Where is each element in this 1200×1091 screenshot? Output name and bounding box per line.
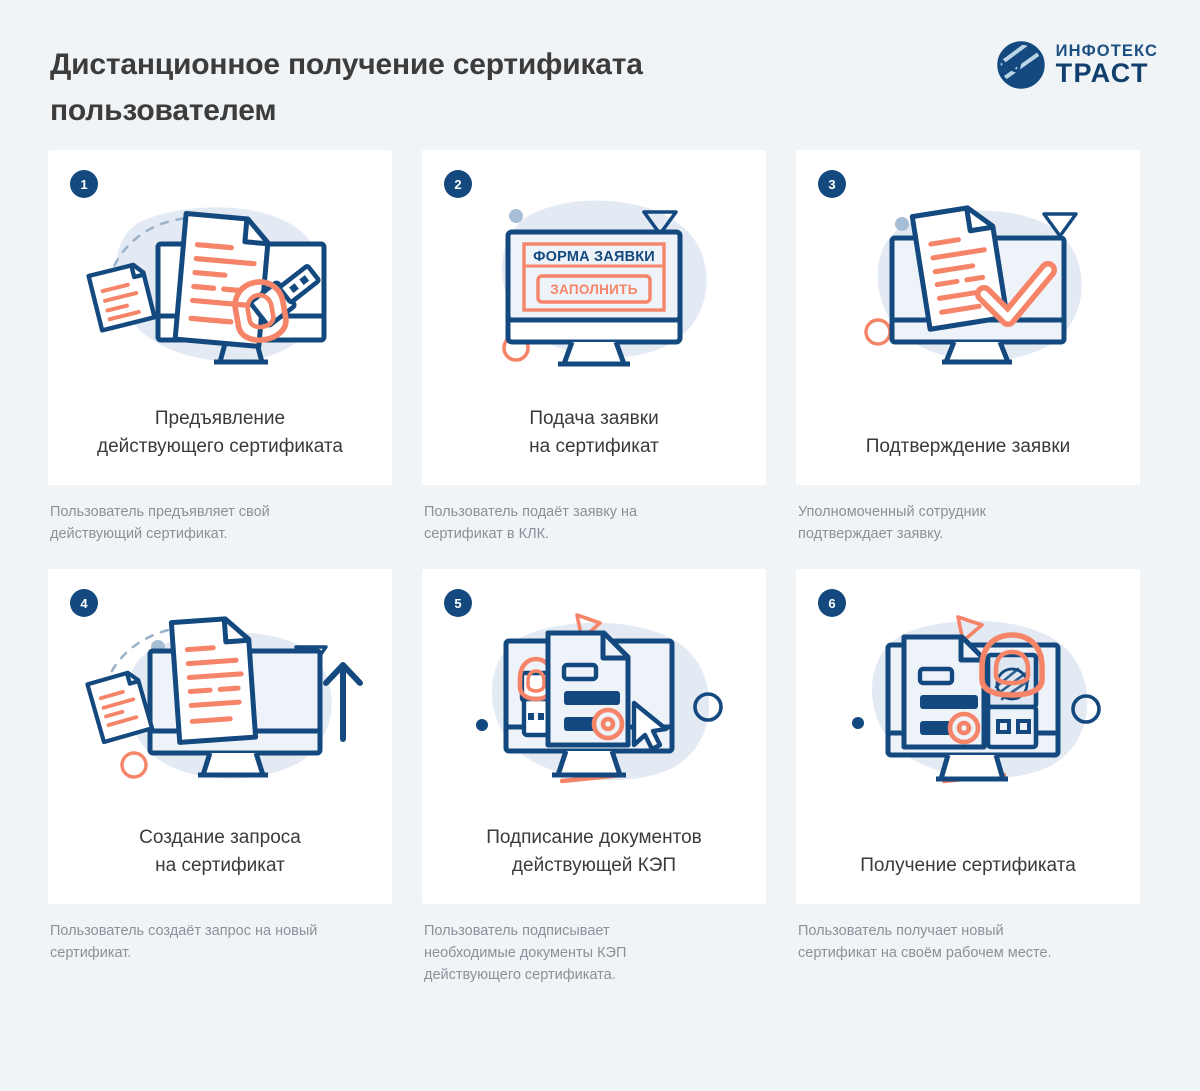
step-cell-2: 2 [422, 150, 766, 545]
page-title: Дистанционное получение сертификата поль… [50, 48, 643, 127]
step-caption-4: Пользователь создаёт запрос на новый сер… [50, 923, 318, 961]
step-card-2[interactable]: 2 [422, 150, 766, 485]
step-number-badge-4: 4 [70, 589, 98, 617]
step-card-3[interactable]: 3 [796, 150, 1140, 485]
step-illustration-5 [422, 595, 766, 817]
step-card-5[interactable]: 5 [422, 569, 766, 904]
step-illustration-6 [796, 595, 1140, 817]
fill-button-text: ЗАПОЛНИТЬ [550, 282, 637, 297]
step-illustration-3 [796, 176, 1140, 398]
logo-top-word: ИНФОТЕКС [1055, 41, 1158, 60]
page-header: Дистанционное получение сертификата поль… [0, 0, 1200, 150]
step-number-badge-3: 3 [818, 170, 846, 198]
decor-blue-circle [693, 692, 723, 722]
upload-arrow-icon [323, 662, 363, 742]
step-caption-2: Пользователь подаёт заявку на сертификат… [424, 504, 638, 542]
decor-blue-dot [509, 209, 523, 223]
logo-globe-icon [996, 41, 1045, 89]
step-title-3: Подтверждение заявки [865, 436, 1071, 457]
step-card-6[interactable]: 6 [796, 569, 1140, 904]
step-caption-5: Пользователь подписывает необходимые док… [424, 923, 627, 983]
logo-wordmark: ИНФОТЕКС ТРАСТ [1056, 43, 1158, 88]
step-title-5: Подписание документов действующей КЭП [486, 827, 702, 876]
step-number-badge-5: 5 [444, 589, 472, 617]
form-header-text: ФОРМА ЗАЯВКИ [533, 249, 655, 265]
step-card-1[interactable]: 1 [48, 150, 392, 485]
step-caption-3: Уполномоченный сотрудник подтверждает за… [798, 504, 986, 542]
usb-token-icon [979, 632, 1045, 750]
decor-blue-dot [852, 717, 864, 729]
decor-orange-circle [864, 318, 892, 346]
step-cell-1: 1 [48, 150, 392, 545]
decor-blue-dot [476, 719, 488, 731]
decor-triangle [956, 615, 984, 643]
step-cell-6: 6 [796, 569, 1140, 986]
steps-row-2: 4 [0, 569, 1200, 986]
decor-blue-dot [895, 217, 909, 231]
step-number-badge-2: 2 [444, 170, 472, 198]
cursor-icon [631, 700, 669, 752]
step-number-badge-6: 6 [818, 589, 846, 617]
decor-orange-circle [120, 751, 148, 779]
step-title-6: Получение сертификата [860, 855, 1076, 876]
steps-grid: 1 [0, 150, 1200, 1010]
step-number-badge-1: 1 [70, 170, 98, 198]
step-card-4[interactable]: 4 [48, 569, 392, 904]
step-caption-6: Пользователь получает новый сертификат н… [798, 923, 1052, 961]
decor-blue-circle [1071, 694, 1101, 724]
logo-bottom-word: ТРАСТ [1055, 58, 1149, 89]
step-illustration-2: ФОРМА ЗАЯВКИ ЗАПОЛНИТЬ [422, 176, 766, 398]
step-caption-1: Пользователь предъявляет свой действующи… [50, 504, 270, 542]
step-title-4: Создание запроса на сертификат [139, 827, 301, 876]
step-title-1: Предъявление действующего сертификата [97, 408, 343, 457]
step-title-2: Подача заявки на сертификат [529, 408, 659, 457]
step-cell-5: 5 [422, 569, 766, 986]
steps-row-1: 1 [0, 150, 1200, 545]
step-illustration-1 [48, 176, 392, 398]
decor-triangle [1042, 212, 1078, 238]
step-cell-3: 3 [796, 150, 1140, 545]
brand-logo: ИНФОТЕКС ТРАСТ [995, 40, 1158, 90]
step-cell-4: 4 [48, 569, 392, 986]
step-illustration-4 [48, 595, 392, 817]
decor-triangle [642, 210, 678, 236]
